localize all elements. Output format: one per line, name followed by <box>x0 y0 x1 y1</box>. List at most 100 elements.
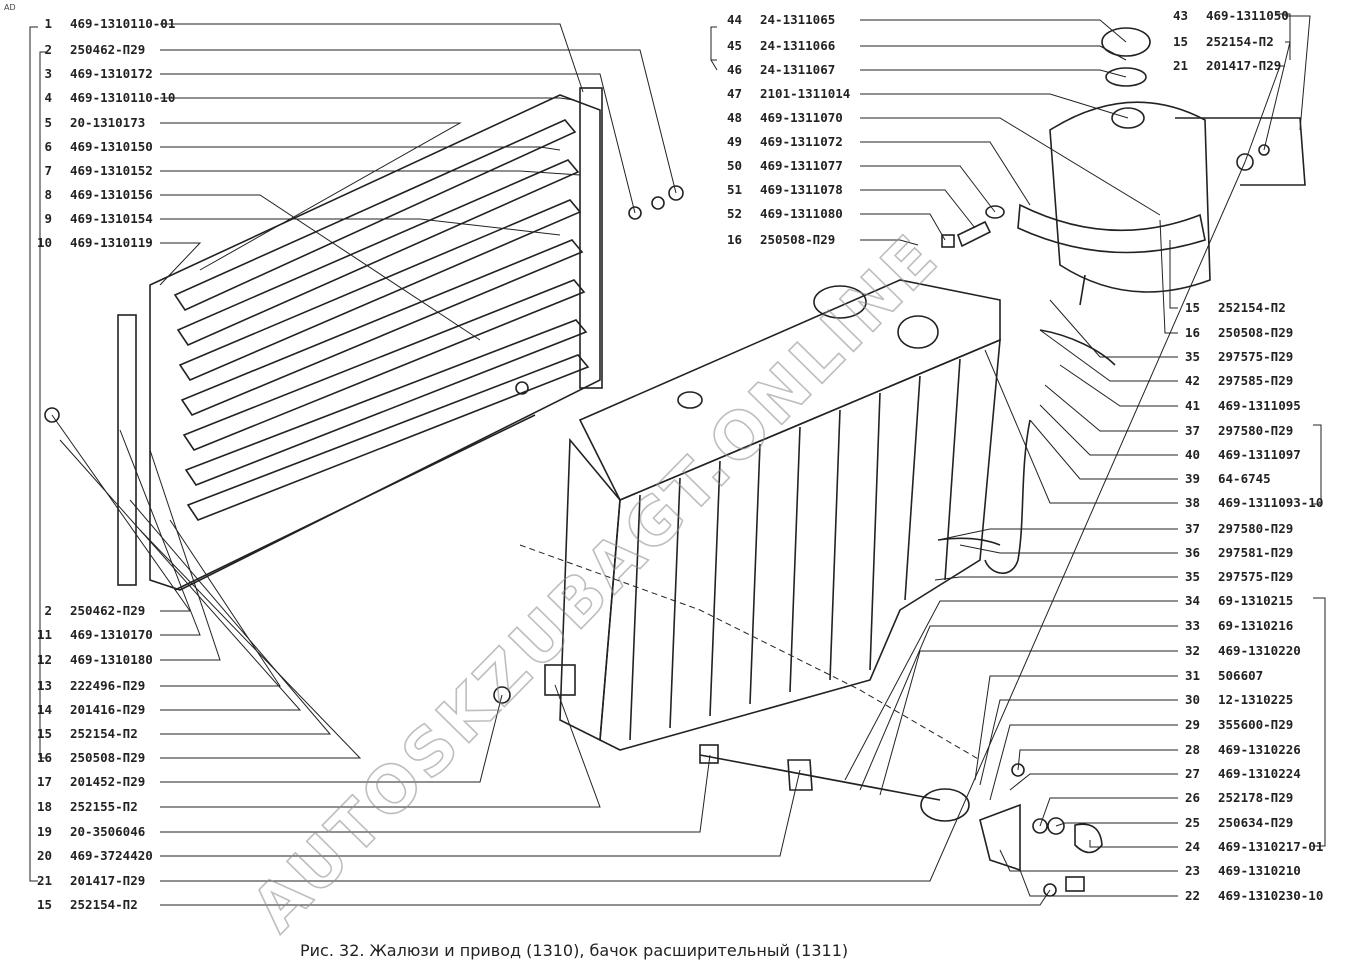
part-code: 469-1311097 <box>1218 447 1301 462</box>
leader-line <box>859 625 1178 791</box>
leader-line <box>1017 749 1178 771</box>
corner-mark: AD <box>4 3 16 12</box>
part-code: 469-1310210 <box>1218 863 1301 878</box>
callout-number: 2 <box>44 603 52 618</box>
part-code: 469-1310172 <box>70 66 153 81</box>
radiator-fins <box>629 358 961 741</box>
part-code: 222496-П29 <box>70 678 145 693</box>
part-code: 201417-П29 <box>1206 58 1281 73</box>
leader-line <box>160 684 601 808</box>
drain-fitting <box>677 391 703 409</box>
leader-line <box>1159 219 1178 334</box>
callout-number: 30 <box>1185 692 1200 707</box>
part-code: 469-1310170 <box>70 627 153 642</box>
part-code: 469-1310180 <box>70 652 153 667</box>
callout-number: 37 <box>1185 423 1200 438</box>
part-code: 297581-П29 <box>1218 545 1293 560</box>
part-code: 252155-П2 <box>70 799 138 814</box>
part-code: 20-1310173 <box>70 115 145 130</box>
callout-number: 33 <box>1185 618 1200 633</box>
callout-number: 7 <box>44 163 52 178</box>
part-code: 469-1311077 <box>760 158 843 173</box>
mounting-plate <box>544 664 576 696</box>
callout-number: 21 <box>37 873 52 888</box>
callout-number: 22 <box>1185 888 1200 903</box>
part-code: 252154-П2 <box>1218 300 1286 315</box>
part-code: 252154-П2 <box>70 897 138 912</box>
part-code: 64-6745 <box>1218 471 1271 486</box>
washer-26 <box>1032 818 1048 834</box>
callout-number: 5 <box>44 115 52 130</box>
callout-number: 6 <box>44 139 52 154</box>
part-code: 297575-П29 <box>1218 349 1293 364</box>
radiator-cap <box>813 285 867 319</box>
filler-neck <box>897 315 939 349</box>
hose-39 <box>984 419 1031 574</box>
leader-line <box>160 889 1051 906</box>
part-code: 355600-П29 <box>1218 717 1293 732</box>
leader-line <box>1039 404 1178 456</box>
part-code: 469-1311072 <box>760 134 843 149</box>
part-code: 469-1310119 <box>70 235 153 250</box>
leader-line <box>1244 65 1285 163</box>
group-brackets <box>29 13 1326 882</box>
callout-number: 28 <box>1185 742 1200 757</box>
callout-number: 35 <box>1185 569 1200 584</box>
part-code: 469-3724420 <box>70 848 153 863</box>
tank-outlet <box>1079 274 1086 306</box>
callout-number: 36 <box>1185 545 1200 560</box>
leader-line <box>974 675 1178 781</box>
callout-number: 14 <box>37 702 52 717</box>
leader-line <box>139 529 362 759</box>
part-code: 201452-П29 <box>70 774 145 789</box>
callout-number: 15 <box>1173 34 1188 49</box>
callout-number: 29 <box>1185 717 1200 732</box>
leader-line <box>1009 773 1178 791</box>
part-code: 69-1310216 <box>1218 618 1293 633</box>
callout-number: 16 <box>37 750 52 765</box>
nut-28 <box>1011 763 1025 777</box>
washer-2 <box>651 196 665 210</box>
clamp-36 <box>937 537 1001 546</box>
bracket-washer <box>1258 144 1270 156</box>
leader-line <box>860 141 1031 206</box>
callout-number: 15 <box>1185 300 1200 315</box>
leader-line <box>999 849 1178 872</box>
leader-line <box>959 544 1178 554</box>
louver-assembly <box>44 87 684 591</box>
callout-number: 35 <box>1185 349 1200 364</box>
callout-number: 12 <box>37 652 52 667</box>
callout-number: 15 <box>37 897 52 912</box>
callout-number: 32 <box>1185 643 1200 658</box>
part-code: 469-1310154 <box>70 211 153 226</box>
part-code: 469-1310224 <box>1218 766 1301 781</box>
leader-line <box>937 528 1178 541</box>
figure-caption: Рис. 32. Жалюзи и привод (1310), бачок р… <box>300 941 848 960</box>
callout-number: 8 <box>44 187 52 202</box>
leader-line <box>160 49 677 194</box>
watermark: AUTOSKZUBAGT.ONLINE <box>239 220 954 946</box>
callout-number: 2 <box>44 42 52 57</box>
leader-line <box>1019 869 1178 897</box>
leader-line <box>160 97 575 101</box>
callout-number: 38 <box>1185 495 1200 510</box>
radiator <box>493 279 1001 751</box>
hoses <box>937 205 1116 574</box>
leader-line <box>1055 822 1178 827</box>
leader-line <box>860 19 1127 43</box>
callout-number: 52 <box>727 206 742 221</box>
leader-line <box>160 519 281 687</box>
louver-side-plate <box>117 314 137 586</box>
callout-number: 46 <box>727 62 742 77</box>
cable-dashed <box>519 544 981 761</box>
part-code: 69-1310215 <box>1218 593 1293 608</box>
part-code: 469-1310220 <box>1218 643 1301 658</box>
part-code: 297580-П29 <box>1218 423 1293 438</box>
mounting-bolt <box>493 686 511 704</box>
washer-1 <box>628 206 642 220</box>
leader-line <box>51 414 191 612</box>
leader-line <box>160 694 503 783</box>
